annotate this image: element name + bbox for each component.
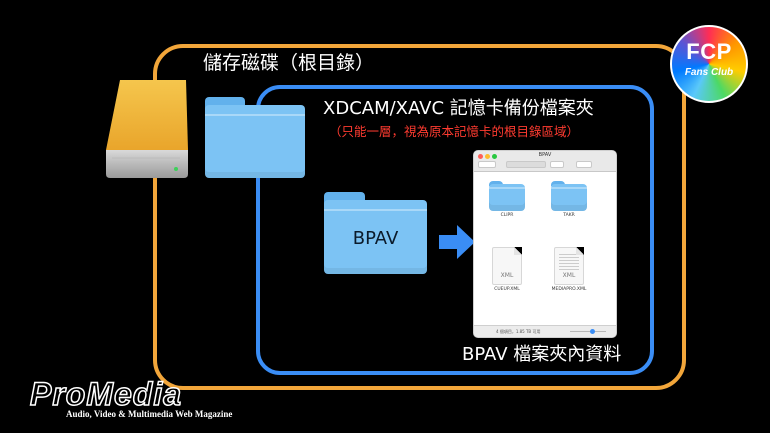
promedia-tagline: Audio, Video & Multimedia Web Magazine — [66, 409, 233, 419]
slider-knob[interactable] — [590, 329, 595, 334]
zoom-button[interactable] — [492, 154, 497, 159]
arrange-button[interactable] — [550, 161, 564, 168]
fcp-fans-club-logo: FCP Fans Club — [670, 25, 748, 103]
card-backup-title: XDCAM/XAVC 記憶卡備份檔案夾 — [323, 98, 594, 119]
xml-document-icon: XML — [492, 247, 522, 285]
finder-item-cueup-xml[interactable]: XML CUEUP.XML — [482, 247, 532, 292]
storage-root-label: 儲存磁碟（根目錄） — [203, 52, 375, 74]
hard-drive-icon — [106, 80, 188, 178]
action-button[interactable] — [576, 161, 592, 168]
minimize-button[interactable] — [485, 154, 490, 159]
folder-icon — [551, 181, 587, 211]
card-backup-note: （只能一層，視為原本記憶卡的根目錄區域） — [329, 124, 580, 139]
finder-item-clipr[interactable]: CLIPR — [482, 181, 532, 218]
icon-size-slider[interactable] — [570, 331, 606, 332]
bpav-contents-label: BPAV 檔案夾內資料 — [462, 344, 622, 365]
finder-window: BPAV CLIPR TAKR XML CUEUP.XML XML MEDIAP… — [474, 151, 616, 337]
storage-root-frame — [153, 44, 686, 390]
finder-status-bar: 4 個項目，1.85 TB 可用 — [474, 325, 616, 337]
finder-item-takr[interactable]: TAKR — [544, 181, 594, 218]
arrow-right-icon — [439, 225, 475, 259]
finder-toolbar: BPAV — [474, 151, 616, 172]
card-backup-folder-icon — [205, 97, 305, 178]
card-backup-frame — [256, 85, 654, 375]
folder-icon — [489, 181, 525, 211]
finder-title: BPAV — [538, 152, 552, 158]
finder-status-text: 4 個項目，1.85 TB 可用 — [496, 329, 541, 334]
bpav-folder-icon: BPAV — [324, 192, 427, 274]
close-button[interactable] — [478, 154, 483, 159]
view-mode-buttons[interactable] — [506, 161, 546, 168]
finder-item-mediapro-xml[interactable]: XML MEDIAPRO.XML — [544, 247, 594, 292]
bpav-folder-label: BPAV — [352, 228, 399, 250]
xml-document-icon: XML — [554, 247, 584, 285]
back-forward-buttons[interactable] — [478, 161, 496, 168]
promedia-logo: ProMedia — [29, 375, 183, 413]
